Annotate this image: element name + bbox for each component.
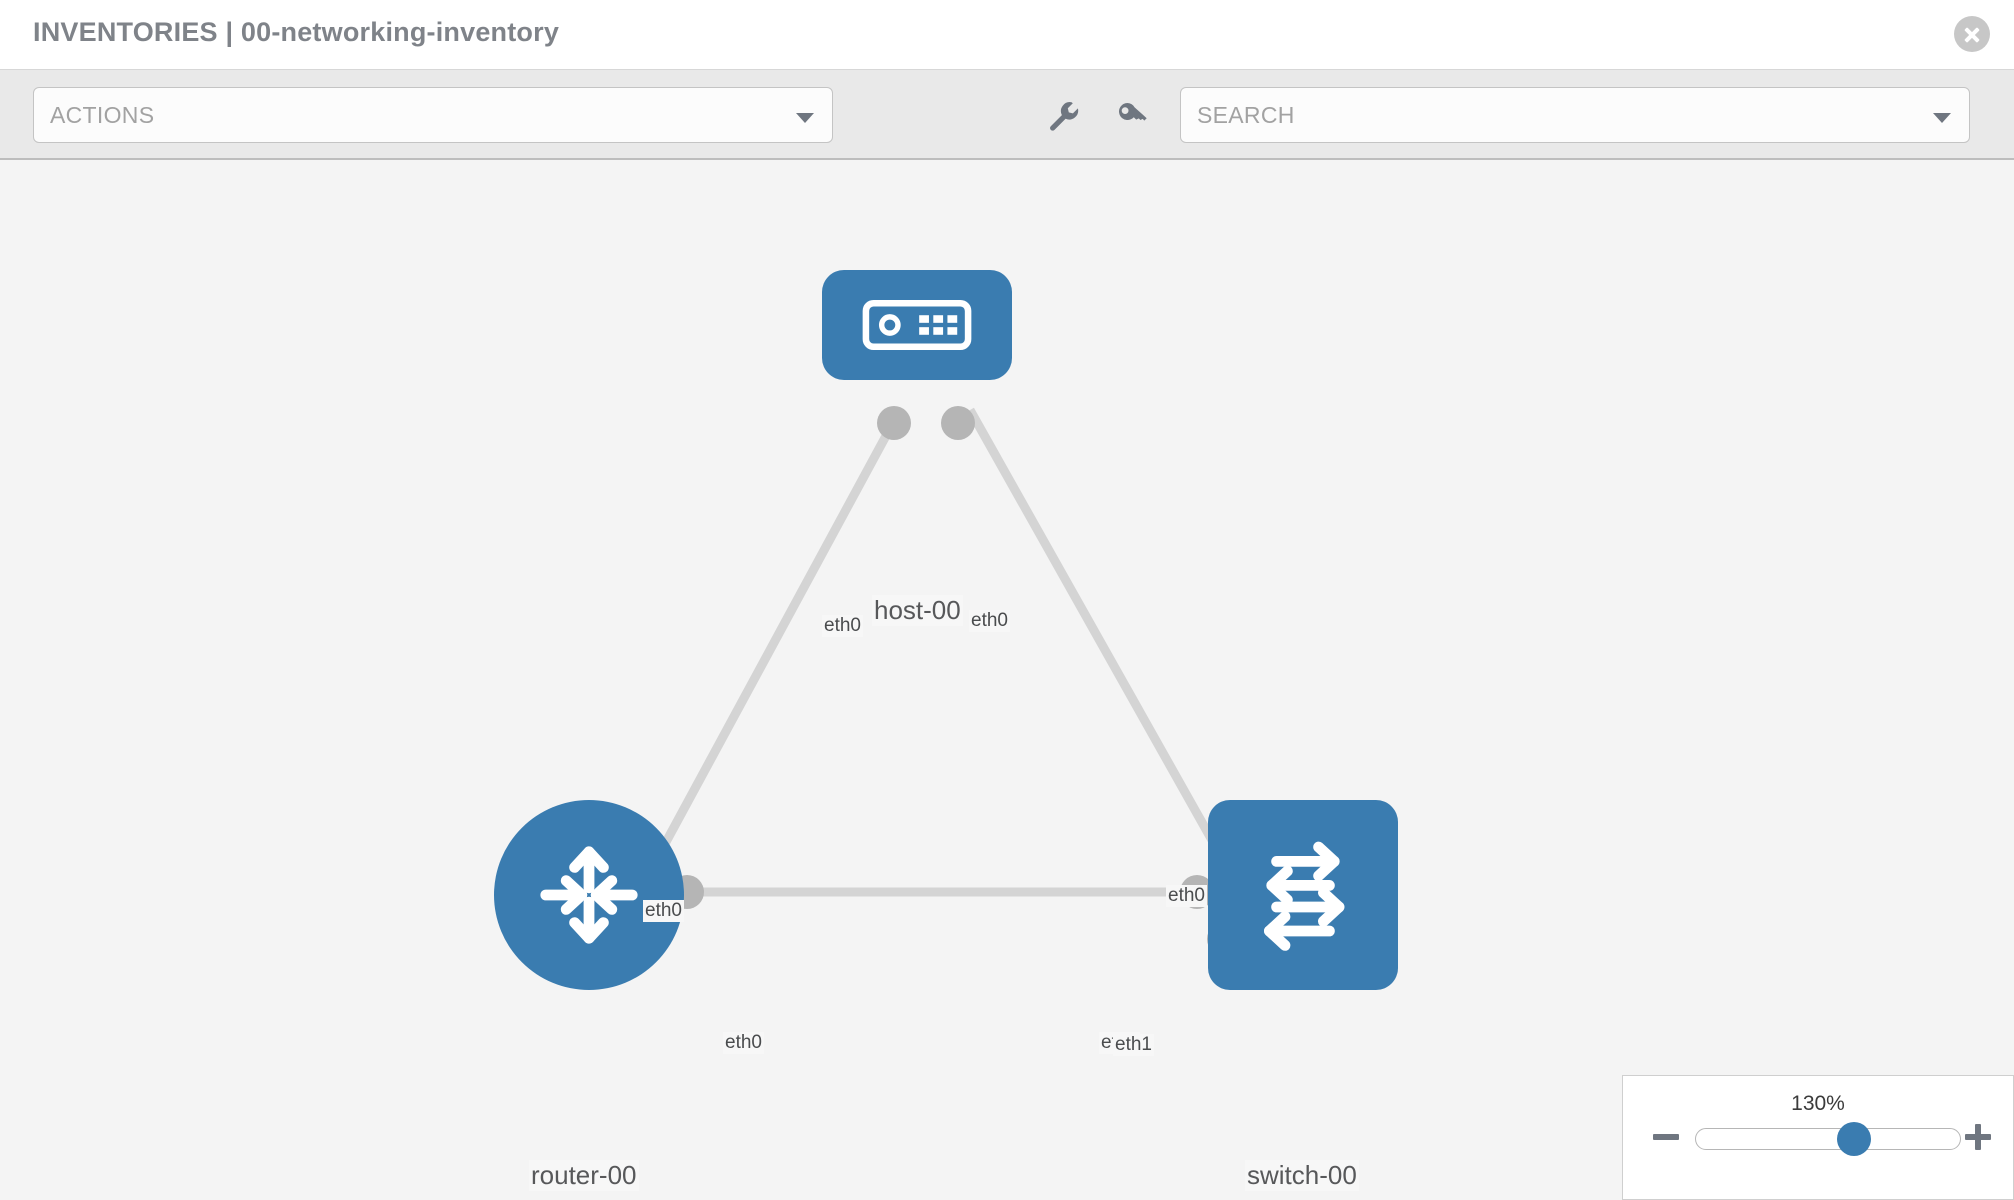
connector-host-right xyxy=(941,406,975,440)
topology-graph: host-00 router-00 xyxy=(0,160,2014,1200)
wrench-icon[interactable] xyxy=(1046,98,1082,134)
key-icon[interactable] xyxy=(1114,98,1150,134)
topology-links xyxy=(636,407,1244,897)
port-label-host-left: eth0 xyxy=(822,615,863,637)
port-label-switch-top: eth0 xyxy=(1166,885,1207,907)
link-host-switch xyxy=(966,407,1244,893)
node-router-00[interactable] xyxy=(494,800,684,990)
node-label-host-00: host-00 xyxy=(872,595,963,626)
topology-canvas[interactable]: host-00 router-00 xyxy=(0,160,2014,1200)
router-arrows-icon xyxy=(540,846,638,944)
link-host-router xyxy=(636,407,904,893)
port-label-host-right: eth0 xyxy=(969,610,1010,632)
switch-arrows-icon xyxy=(1264,841,1345,951)
port-label-switch-left-front: eth1 xyxy=(1113,1034,1154,1056)
search-input-value: SEARCH xyxy=(1197,102,1295,128)
search-input[interactable]: SEARCH xyxy=(1180,87,1970,143)
minus-icon[interactable] xyxy=(1651,1122,1681,1152)
node-host-00[interactable] xyxy=(822,270,1012,380)
node-switch-00[interactable] xyxy=(1208,800,1398,990)
close-icon[interactable] xyxy=(1954,16,1990,52)
chevron-down-icon xyxy=(796,113,814,123)
page-title: INVENTORIES | 00-networking-inventory xyxy=(33,17,560,47)
page-header: INVENTORIES | 00-networking-inventory xyxy=(0,0,2014,70)
node-label-router-00: router-00 xyxy=(529,1160,639,1191)
chevron-down-icon xyxy=(1933,113,1951,123)
node-label-switch-00: switch-00 xyxy=(1245,1160,1359,1191)
port-label-router-top: eth0 xyxy=(643,900,684,922)
zoom-slider-thumb[interactable] xyxy=(1837,1122,1872,1156)
zoom-slider[interactable] xyxy=(1695,1122,1961,1156)
actions-dropdown[interactable]: ACTIONS xyxy=(33,87,833,143)
zoom-control-panel: 130% xyxy=(1622,1075,2014,1200)
actions-dropdown-label: ACTIONS xyxy=(50,102,155,128)
connector-host-left xyxy=(877,406,911,440)
server-device-icon xyxy=(862,300,972,350)
zoom-level-value: 130% xyxy=(1791,1092,1845,1115)
toolbar: ACTIONS SEARCH xyxy=(0,70,2014,160)
plus-icon[interactable] xyxy=(1963,1122,1993,1152)
port-label-router-right: eth0 xyxy=(723,1032,764,1054)
